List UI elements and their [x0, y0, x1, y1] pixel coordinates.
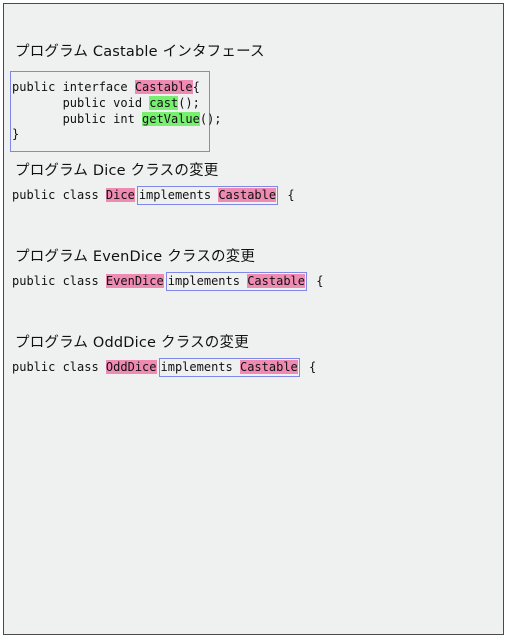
code-text: public class — [12, 274, 106, 288]
code-text: { — [280, 188, 295, 202]
interface-name-highlight: Castable — [239, 360, 298, 374]
method-getvalue-highlight: getValue — [142, 112, 200, 126]
method-cast-highlight: cast — [149, 96, 179, 110]
code-text: { — [309, 274, 324, 288]
implements-box: implements Castable — [165, 272, 307, 291]
code-text: implements — [167, 274, 248, 288]
code-text: { — [192, 80, 200, 94]
code-text: (); — [178, 96, 200, 110]
code-text: public class — [12, 188, 106, 202]
implements-box: implements Castable — [158, 358, 300, 377]
class-name-highlight: Dice — [105, 188, 135, 202]
castable-code-line-2: public void cast(); — [12, 96, 200, 111]
code-text: public int — [12, 112, 143, 126]
code-text: { — [301, 360, 317, 374]
code-text: public void — [12, 96, 150, 110]
castable-code-box — [10, 71, 210, 152]
evendice-heading: プログラム EvenDice クラスの変更 — [15, 249, 256, 265]
dice-heading: プログラム Dice クラスの変更 — [15, 163, 219, 179]
code-text: public class — [12, 360, 106, 374]
implements-box: implements Castable — [136, 186, 279, 205]
castable-code-line-4: } — [12, 127, 20, 141]
castable-code-line-3: public int getValue(); — [12, 112, 222, 127]
castable-heading: プログラム Castable インタフェース — [15, 44, 265, 60]
odddice-heading: プログラム OddDice クラスの変更 — [15, 335, 249, 351]
interface-name-highlight: Castable — [218, 188, 277, 202]
code-text: implements — [138, 188, 219, 202]
code-text: implements — [160, 360, 240, 374]
interface-name-highlight: Castable — [134, 80, 193, 94]
code-text: (); — [199, 112, 222, 126]
document-frame: プログラム Castable インタフェース public interface … — [3, 3, 504, 635]
interface-name-highlight: Castable — [247, 274, 305, 288]
code-text: public interface — [12, 80, 135, 94]
castable-code-line-1: public interface Castable{ — [12, 80, 200, 95]
class-name-highlight: EvenDice — [105, 274, 164, 288]
class-name-highlight: OddDice — [105, 360, 157, 374]
